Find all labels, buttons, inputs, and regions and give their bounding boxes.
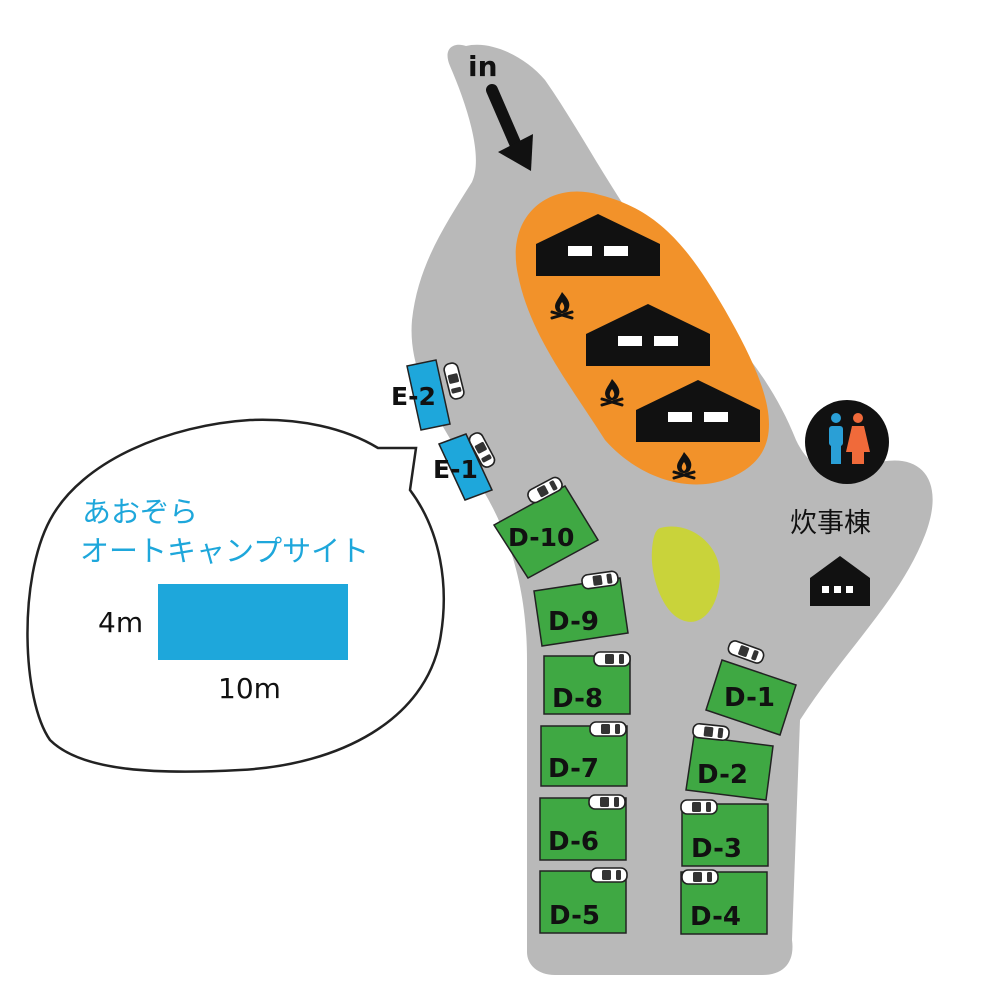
- site-label: E-2: [391, 382, 436, 411]
- site-d2[interactable]: D-2: [685, 722, 774, 801]
- site-label: D-2: [697, 760, 748, 790]
- site-label: D-4: [690, 902, 741, 932]
- site-d3[interactable]: D-3: [680, 799, 769, 867]
- cooking-building-label: 炊事棟: [790, 508, 871, 539]
- site-d8[interactable]: D-8: [543, 651, 631, 715]
- site-d6[interactable]: D-6: [539, 794, 627, 861]
- site-label: D-5: [549, 901, 600, 931]
- site-label: D-6: [548, 827, 599, 857]
- site-d4[interactable]: D-4: [680, 869, 768, 935]
- car-icon: [590, 867, 628, 883]
- site-label: D-1: [724, 683, 775, 713]
- car-icon: [588, 794, 626, 810]
- toilet-icon: [805, 400, 889, 484]
- legend-title-line1: あおぞら: [82, 495, 198, 529]
- site-e2[interactable]: E-2: [391, 359, 466, 431]
- entrance-label: in: [468, 50, 498, 83]
- site-d1[interactable]: D-1: [705, 638, 797, 736]
- site-d9[interactable]: D-9: [533, 569, 629, 647]
- legend-height-label: 4m: [98, 606, 143, 639]
- pond: [651, 526, 721, 622]
- site-e1[interactable]: E-1: [433, 430, 498, 501]
- site-d7[interactable]: D-7: [540, 721, 628, 787]
- site-d5[interactable]: D-5: [539, 867, 628, 934]
- car-icon: [691, 722, 731, 742]
- legend-title-line2: オートキャンプサイト: [80, 534, 369, 568]
- car-icon: [593, 651, 631, 667]
- site-label: D-3: [691, 834, 742, 864]
- site-label: D-9: [548, 607, 599, 637]
- legend-site-swatch: [158, 584, 348, 660]
- cooking-building-icon: [810, 556, 870, 606]
- car-icon: [589, 721, 627, 737]
- site-label: D-8: [552, 684, 603, 714]
- car-icon: [680, 799, 718, 815]
- entrance-arrow-icon: [486, 84, 533, 171]
- site-label: E-1: [433, 455, 478, 484]
- site-d10[interactable]: D-10: [492, 474, 600, 579]
- car-icon: [681, 869, 719, 885]
- legend-width-label: 10m: [218, 672, 281, 705]
- site-label: D-10: [508, 523, 574, 552]
- site-label: D-7: [548, 754, 599, 784]
